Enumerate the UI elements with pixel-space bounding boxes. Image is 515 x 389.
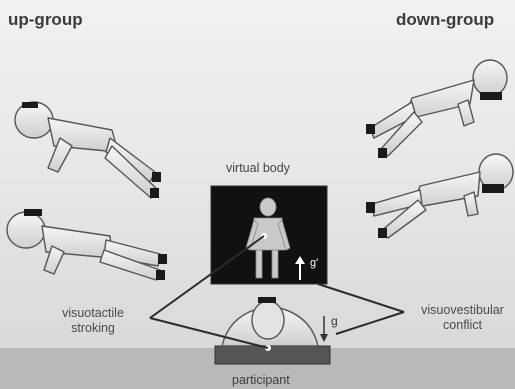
up-group-figure-1: [15, 102, 161, 198]
virtual-body-label: virtual body: [226, 161, 290, 175]
up-group-label: up-group: [8, 10, 83, 30]
real-gravity-label: g: [331, 315, 338, 329]
down-group-figure-2: [366, 154, 513, 238]
participant-label: participant: [232, 373, 290, 387]
visuovestibular-label: visuovestibular: [410, 303, 515, 317]
stroking-label: stroking: [40, 321, 146, 335]
down-group-label: down-group: [396, 10, 494, 30]
down-group-figure-1: [366, 60, 507, 158]
visuotactile-label: visuotactile: [40, 306, 146, 320]
up-group-figure-2: [7, 209, 167, 280]
conflict-label: conflict: [410, 318, 515, 332]
virtual-gravity-label: g': [310, 257, 318, 270]
real-gravity-arrow: [320, 334, 328, 342]
participant-figure: [215, 297, 330, 364]
